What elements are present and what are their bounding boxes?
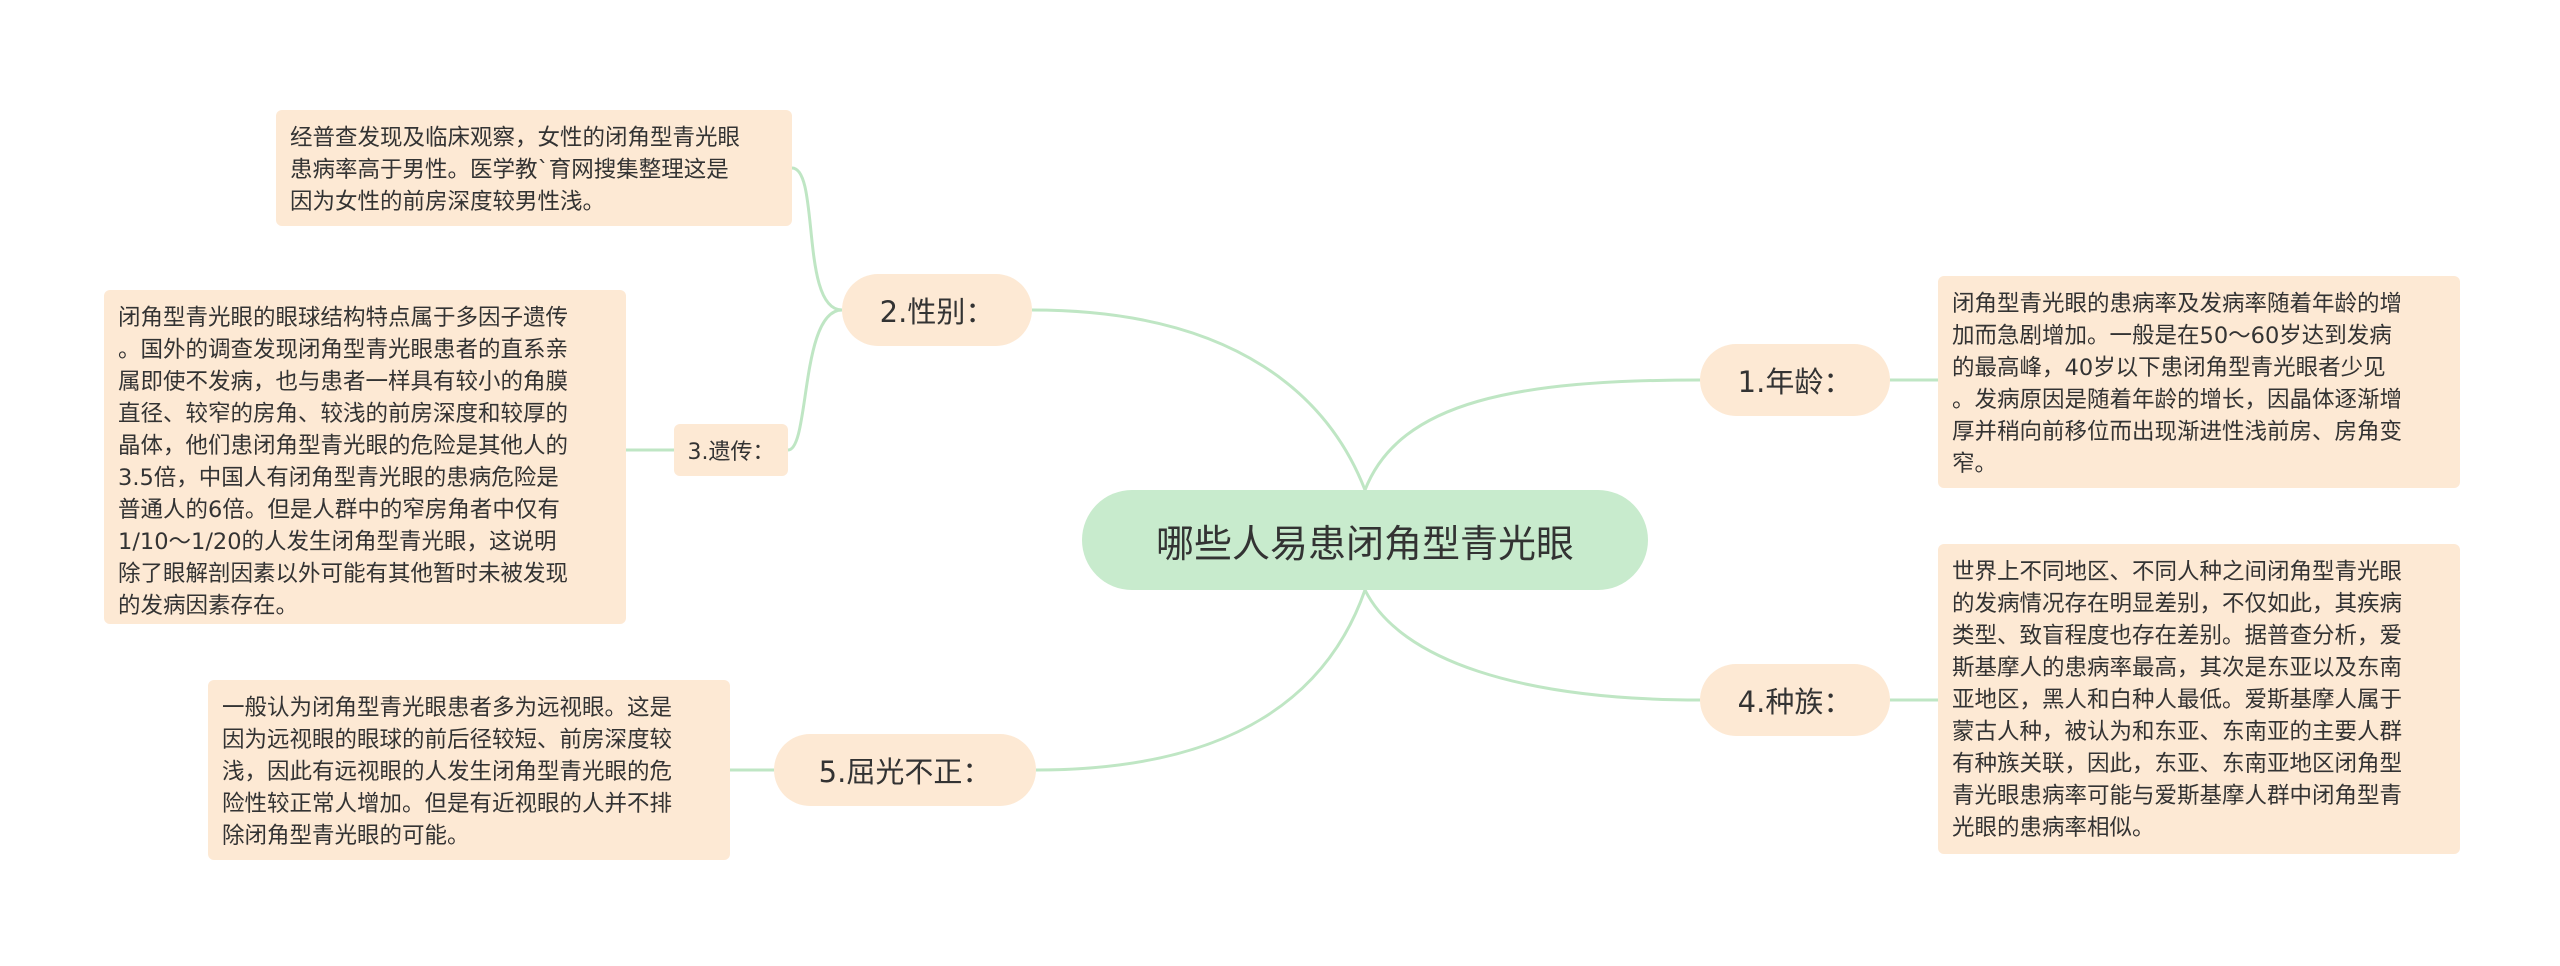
topic-refraction[interactable]: 5.屈光不正： (774, 734, 1036, 806)
link-gender-heredity (787, 308, 843, 452)
link-gender-note (791, 166, 843, 312)
topic-race[interactable]: 4.种族： (1700, 664, 1890, 736)
topic-age[interactable]: 1.年龄： (1700, 344, 1890, 416)
note-race[interactable]: 世界上不同地区、不同人种之间闭角型青光眼 的发病情况存在明显差别，不仅如此，其疾… (1938, 544, 2460, 854)
note-age[interactable]: 闭角型青光眼的患病率及发病率随着年龄的增 加而急剧增加。一般是在50～60岁达到… (1938, 276, 2460, 488)
topic-gender[interactable]: 2.性别： (842, 274, 1032, 346)
link-root-gender (1031, 308, 1367, 491)
central-topic[interactable]: 哪些人易患闭角型青光眼 (1082, 490, 1648, 590)
note-heredity[interactable]: 闭角型青光眼的眼球结构特点属于多因子遗传 。国外的调查发现闭角型青光眼患者的直系… (104, 290, 626, 624)
link-root-age (1363, 378, 1701, 491)
note-refraction[interactable]: 一般认为闭角型青光眼患者多为远视眼。这是 因为远视眼的眼球的前后径较短、前房深度… (208, 680, 730, 860)
link-root-refraction (1035, 589, 1367, 772)
subtopic-heredity[interactable]: 3.遗传： (674, 424, 788, 476)
note-gender[interactable]: 经普查发现及临床观察，女性的闭角型青光眼 患病率高于男性。医学教`育网搜集整理这… (276, 110, 792, 226)
link-root-race (1363, 589, 1701, 702)
